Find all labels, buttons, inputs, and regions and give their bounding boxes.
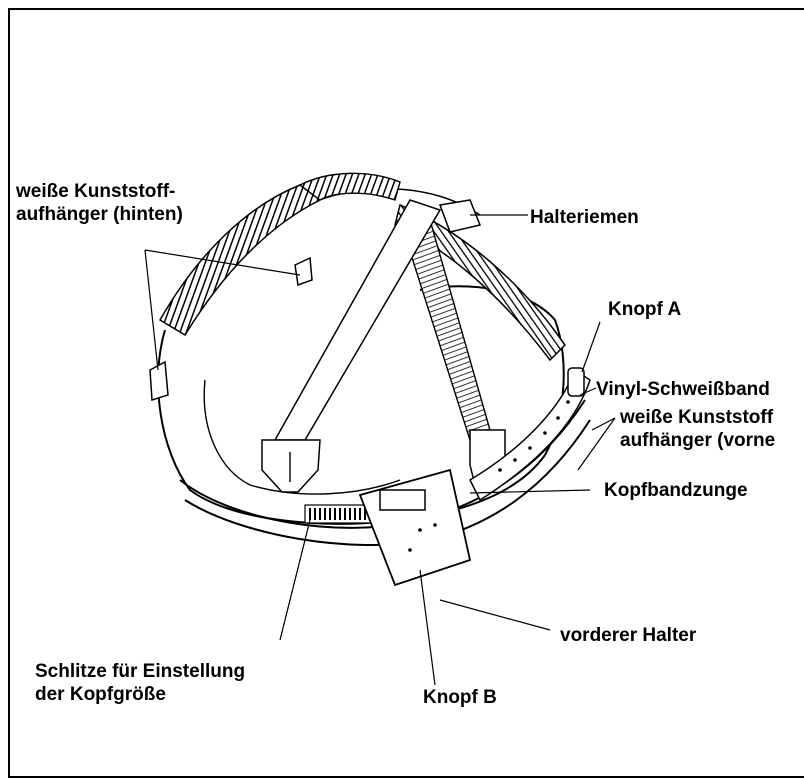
label-vinyl-sweatband: Vinyl-Schweißband — [596, 378, 770, 401]
label-size-slots-line2: der Kopfgröße — [35, 683, 245, 706]
diag-strap-b — [275, 200, 440, 440]
label-rear-hangers-line2: aufhänger (hinten) — [16, 203, 183, 226]
label-knopf-a: Knopf A — [608, 298, 681, 321]
label-vorderer-halter: vorderer Halter — [560, 624, 696, 647]
label-front-hangers-line2: aufhänger (vorne — [620, 429, 775, 452]
rear-hanger-left — [150, 362, 168, 400]
tongue — [380, 490, 425, 510]
label-size-slots-line1: Schlitze für Einstellung — [35, 660, 245, 683]
rear-hanger-right — [295, 258, 312, 285]
label-halteriemen: Halteriemen — [530, 206, 639, 229]
left-band — [160, 185, 320, 335]
top-band — [300, 173, 400, 200]
label-kopfbandzunge: Kopfbandzunge — [604, 479, 748, 502]
label-rear-hangers-line1: weiße Kunststoff- — [16, 180, 183, 203]
label-front-hangers-line1: weiße Kunststoff — [620, 406, 775, 429]
strap-retainer — [440, 200, 480, 232]
label-size-slots: Schlitze für Einstellung der Kopfgröße — [35, 660, 245, 706]
label-front-hangers: weiße Kunststoff aufhänger (vorne — [620, 406, 775, 452]
label-rear-hangers: weiße Kunststoff- aufhänger (hinten) — [16, 180, 183, 226]
strap-b-clip — [262, 440, 320, 492]
button-a — [568, 368, 584, 396]
label-knopf-b: Knopf B — [423, 686, 497, 709]
